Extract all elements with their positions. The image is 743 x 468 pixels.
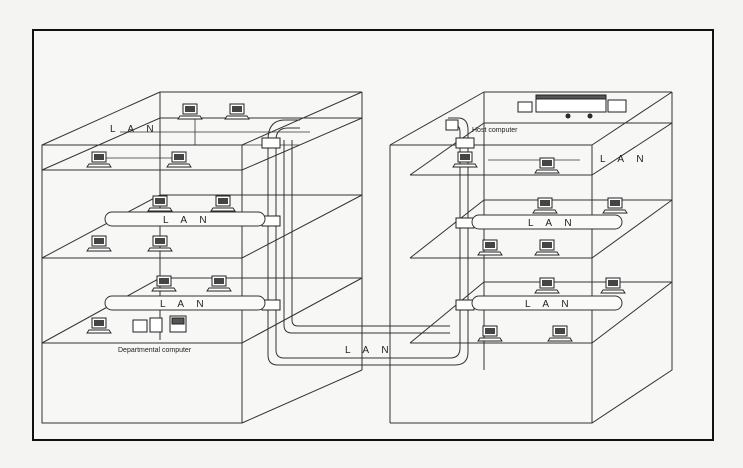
lan-links [100, 131, 580, 161]
departmental-computer-label: Departmental computer [118, 347, 192, 354]
lan-label: L A N [160, 299, 209, 310]
lan-label: L A N [525, 299, 574, 310]
lan-label: L A N [110, 124, 159, 135]
lan-label: L A N [345, 345, 394, 356]
lan-label: L A N [528, 218, 577, 229]
cable-connectors [261, 119, 475, 311]
host-computer-label: Host computer [472, 127, 518, 134]
right-building [389, 91, 673, 424]
minicomputer-icon [132, 315, 187, 333]
lan-rings [104, 211, 623, 311]
lan-label: L A N [600, 154, 649, 165]
lan-label: L A N [163, 215, 212, 226]
mainframe-icon [517, 94, 627, 119]
